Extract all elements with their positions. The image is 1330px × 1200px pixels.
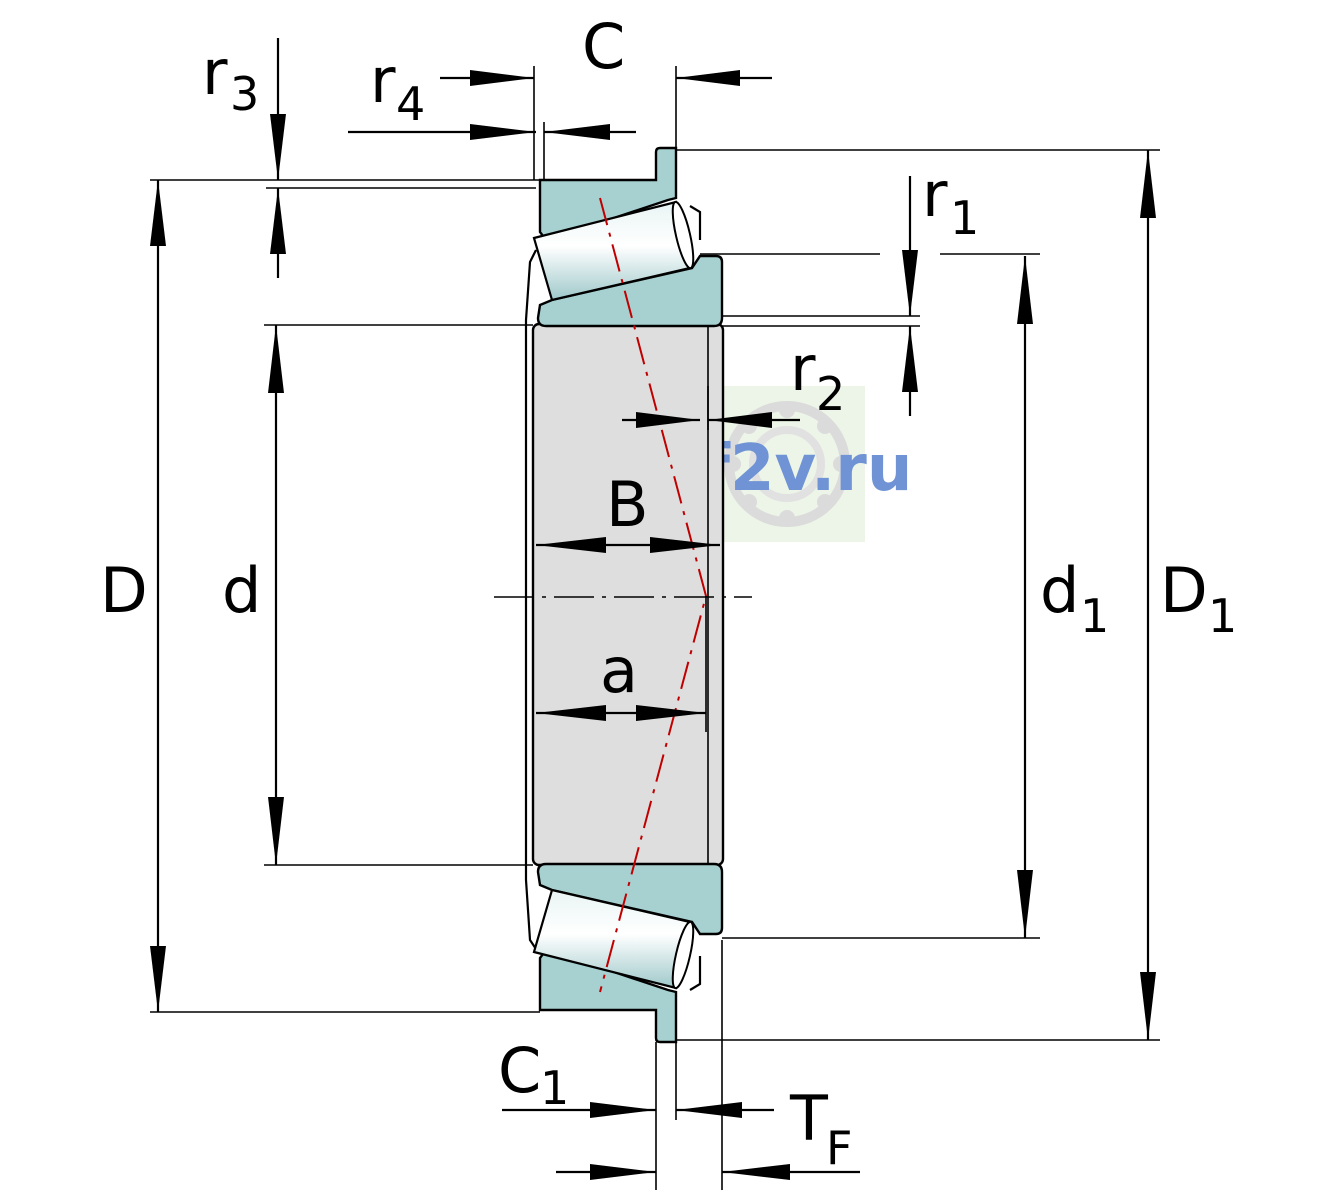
label-a: a — [600, 634, 638, 707]
label-D1: D — [1160, 554, 1208, 627]
label-TF: T — [789, 1082, 829, 1155]
dimension-r4: r 4 — [348, 44, 636, 140]
dimension-C1: C 1 — [498, 1034, 774, 1118]
dimension-D1: D 1 — [1140, 150, 1237, 1040]
dimension-D: D — [100, 180, 166, 1012]
label-r3-sub: 3 — [230, 67, 259, 121]
label-d: d — [222, 554, 261, 627]
inner-ring-top — [536, 254, 724, 328]
dimension-B: B — [536, 468, 720, 553]
label-C1-sub: 1 — [540, 1061, 569, 1115]
label-r4-sub: 4 — [396, 77, 425, 131]
label-TF-sub: F — [826, 1121, 852, 1175]
label-r2: r — [790, 332, 816, 405]
dimension-r1: r 1 — [902, 158, 979, 416]
label-C1: C — [498, 1034, 541, 1107]
dimension-r3: r 3 — [202, 36, 286, 278]
roller-bottom — [532, 888, 695, 990]
watermark: sf2v.ru — [664, 386, 912, 542]
inner-ring-bottom — [536, 862, 724, 936]
dimension-r2: r 2 — [622, 332, 845, 428]
label-D: D — [100, 554, 148, 627]
label-r1: r — [922, 158, 948, 231]
label-D1-sub: 1 — [1208, 589, 1237, 643]
cage — [524, 205, 702, 991]
label-r3: r — [202, 36, 228, 109]
label-B: B — [606, 468, 649, 541]
dimension-d1: d 1 — [1017, 256, 1109, 938]
dimension-a: a — [536, 634, 706, 721]
extension-lines — [150, 66, 1160, 1190]
label-r4: r — [370, 44, 396, 117]
label-r2-sub: 2 — [816, 367, 845, 421]
roller-top — [532, 200, 695, 302]
label-C: C — [582, 10, 625, 83]
label-r1-sub: 1 — [950, 191, 979, 245]
inner-ring-bore — [531, 322, 725, 867]
label-d1: d — [1040, 554, 1079, 627]
dimension-d: d — [222, 325, 284, 865]
label-d1-sub: 1 — [1080, 589, 1109, 643]
dimension-TF: T F — [556, 1082, 860, 1180]
dimension-C: C — [440, 10, 772, 86]
